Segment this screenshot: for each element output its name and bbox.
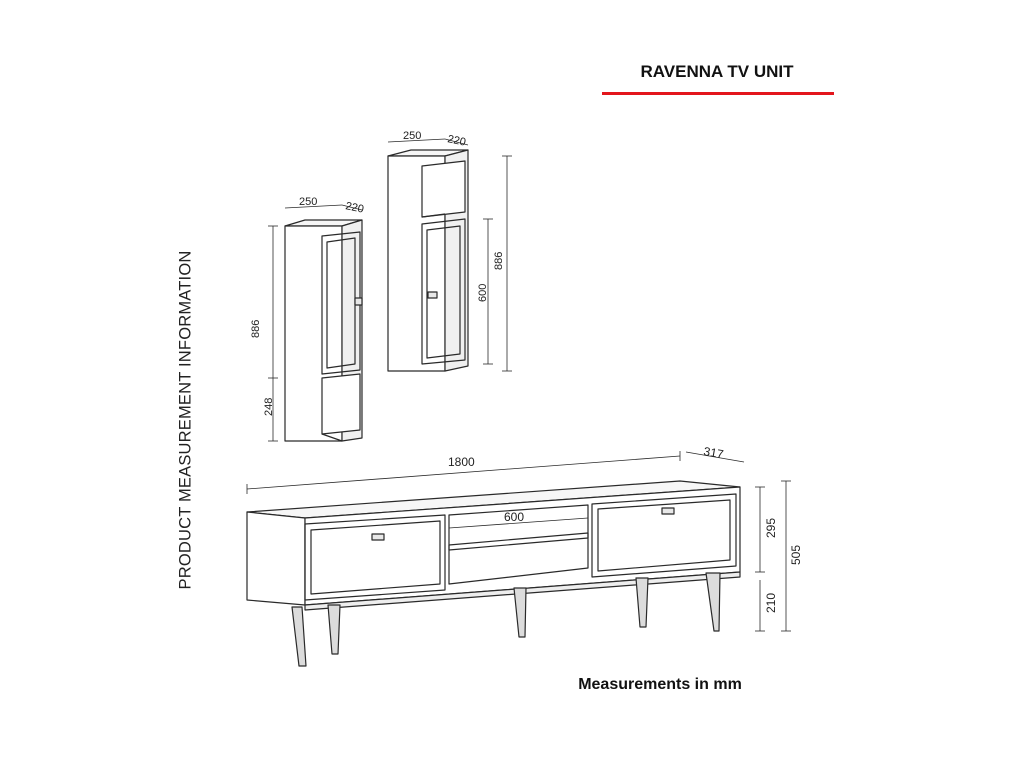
dimension-lines	[246, 138, 791, 632]
cab1-depth-label: 220	[344, 200, 364, 216]
tv-leg-height-label: 210	[764, 593, 778, 613]
tv-depth-label: 317	[702, 444, 724, 461]
cab2-depth-label: 220	[446, 133, 466, 149]
measurement-units-note: Measurements in mm	[578, 676, 742, 693]
title-underline	[602, 92, 834, 95]
cab1-width-label: 250	[299, 196, 317, 208]
tv-body-height-label: 295	[764, 518, 778, 538]
tv-width-label: 1800	[448, 455, 475, 469]
wall-cabinet-left	[284, 219, 363, 442]
tv-unit	[246, 480, 741, 611]
cab1-height-label: 886	[250, 320, 262, 338]
cab2-door-height-label: 600	[477, 284, 489, 302]
tv-unit-legs	[291, 572, 721, 667]
tv-total-height-label: 505	[789, 545, 803, 565]
cab2-height-label: 886	[493, 252, 505, 270]
wall-cabinet-right	[387, 149, 469, 372]
cab1-open-height-label: 248	[263, 398, 275, 416]
cab2-width-label: 250	[403, 130, 421, 142]
dimension-labels: 250 220 886 248 250 220 600 886 1800 317…	[250, 130, 803, 613]
tv-shelf-label: 600	[504, 510, 524, 524]
product-title: RAVENNA TV UNIT	[640, 62, 794, 81]
